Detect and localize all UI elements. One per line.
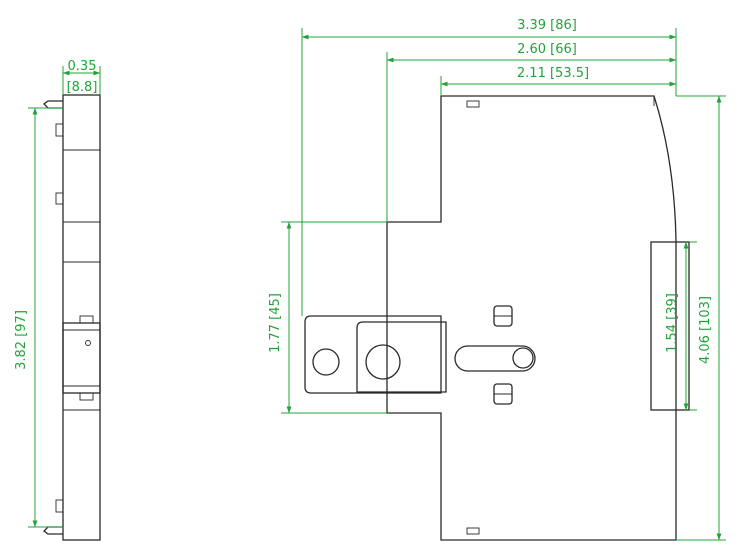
toggle-slot <box>454 345 536 372</box>
toggle-knob <box>512 347 534 369</box>
dim-body-width: 2.11 [53.5] <box>440 66 677 96</box>
handle-knob <box>365 344 401 380</box>
dim-side-depth-in: 0.35 <box>68 59 97 74</box>
bottom-clip <box>43 526 63 535</box>
handle-back-plate <box>304 315 442 394</box>
top-slot <box>466 100 480 108</box>
front-view: 3.39 [86] 2.60 [66] 2.11 [53.5] 1.77 [45… <box>268 18 726 541</box>
dim-overall-height: 4.06 [103] <box>676 95 726 541</box>
dim-side-height-label: 3.82 [97] <box>14 310 29 370</box>
side-view-body <box>62 94 101 541</box>
dim-window-height: 1.54 [39] <box>665 241 697 411</box>
dim-width-to-handle-label: 2.60 [66] <box>517 42 577 57</box>
side-window <box>650 241 690 411</box>
dim-window-height-label: 1.54 [39] <box>665 293 680 353</box>
dim-overall-width-label: 3.39 [86] <box>517 18 577 33</box>
dim-side-depth-mm: [8.8] <box>67 80 98 95</box>
bottom-slot <box>466 527 480 535</box>
handle-lever <box>356 321 447 393</box>
dim-overall-height-label: 4.06 [103] <box>698 296 713 364</box>
dim-handle-height: 1.77 [45] <box>268 221 387 414</box>
front-view-body <box>386 95 677 541</box>
dim-handle-height-label: 1.77 [45] <box>268 293 283 353</box>
side-view: 0.35 [8.8] 3.82 [97] <box>14 59 101 541</box>
dim-width-to-handle: 2.60 [66] <box>386 42 677 222</box>
dim-side-depth: 0.35 [8.8] <box>62 59 101 95</box>
side-view-screw <box>85 340 91 346</box>
dim-overall-width: 3.39 [86] <box>301 18 677 316</box>
side-view-handle <box>62 322 101 394</box>
handle-hole <box>312 348 340 376</box>
top-clip <box>43 100 63 109</box>
dim-body-width-label: 2.11 [53.5] <box>517 66 589 81</box>
dim-side-height: 3.82 [97] <box>14 107 63 528</box>
